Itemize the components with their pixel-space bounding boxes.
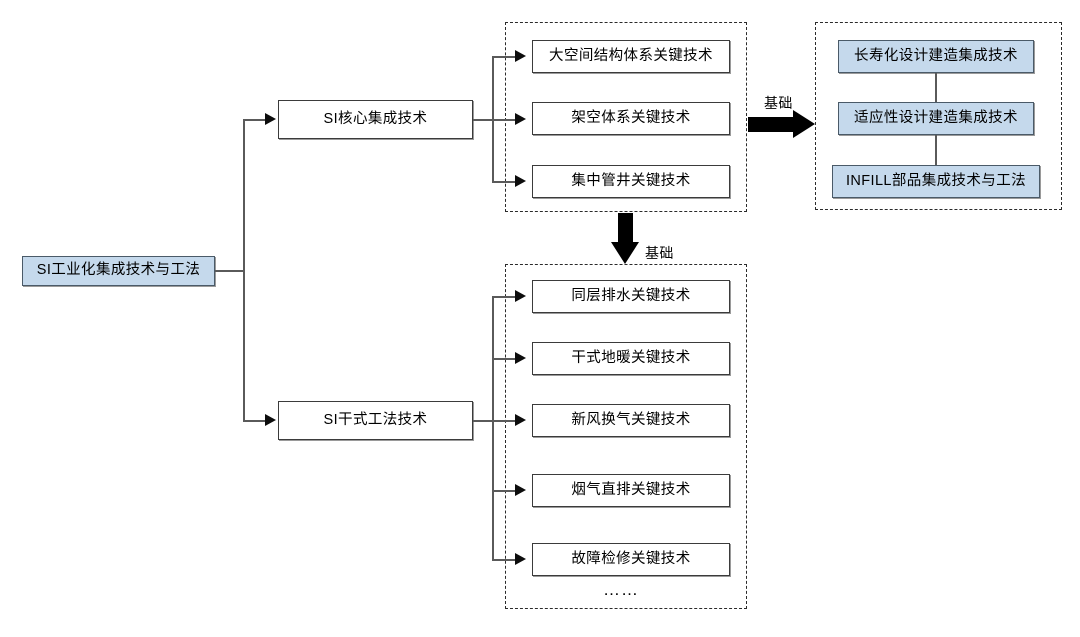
basis-arrow-to-dry-shaft (618, 213, 633, 243)
dry-item-1-label: 干式地暖关键技术 (571, 349, 691, 366)
outcome-item-1-label: 适应性设计建造集成技术 (854, 109, 1018, 126)
dry-item-2[interactable]: 新风换气关键技术 (532, 404, 730, 437)
core-fanout-arrowhead-3 (515, 175, 526, 187)
core-item-1[interactable]: 架空体系关键技术 (532, 102, 730, 135)
root-trunk-horizontal (215, 270, 244, 272)
branch-node-core-label: SI核心集成技术 (323, 110, 428, 127)
core-item-1-label: 架空体系关键技术 (571, 109, 691, 126)
outcome-item-2-label: INFILL部品集成技术与工法 (845, 172, 1026, 189)
basis-arrow-to-outcome-head (793, 110, 815, 138)
basis-label-to-outcome: 基础 (764, 95, 793, 111)
core-fanout-line-2 (492, 119, 520, 121)
dry-item-0[interactable]: 同层排水关键技术 (532, 280, 730, 313)
dry-item-3[interactable]: 烟气直排关键技术 (532, 474, 730, 507)
outcome-technology-group-panel (815, 22, 1062, 210)
branch-node-core[interactable]: SI核心集成技术 (278, 100, 473, 139)
outcome-connector-1-2 (935, 135, 937, 165)
branch-node-dry-label: SI干式工法技术 (323, 411, 428, 428)
core-fanout-line-1 (492, 56, 520, 58)
core-item-0[interactable]: 大空间结构体系关键技术 (532, 40, 730, 73)
outcome-connector-0-1 (935, 73, 937, 102)
dry-item-4-label: 故障检修关键技术 (571, 550, 691, 567)
basis-arrow-to-outcome-shaft (748, 117, 794, 132)
branch-core-arrowhead (265, 113, 276, 125)
dry-technology-group-panel (505, 264, 747, 609)
basis-arrow-to-dry-head (611, 242, 639, 264)
dry-item-3-label: 烟气直排关键技术 (571, 481, 691, 498)
outcome-item-0[interactable]: 长寿化设计建造集成技术 (838, 40, 1034, 73)
core-item-2[interactable]: 集中管井关键技术 (532, 165, 730, 198)
basis-label-to-dry: 基础 (645, 245, 674, 261)
core-item-2-label: 集中管井关键技术 (571, 172, 691, 189)
dry-group-more-indicator: …… (603, 580, 639, 599)
root-node[interactable]: SI工业化集成技术与工法 (22, 256, 215, 286)
dry-item-1[interactable]: 干式地暖关键技术 (532, 342, 730, 375)
root-node-label: SI工业化集成技术与工法 (36, 262, 201, 279)
branch-node-dry[interactable]: SI干式工法技术 (278, 401, 473, 440)
core-fanout-arrowhead-2 (515, 113, 526, 125)
dry-item-2-label: 新风换气关键技术 (571, 411, 691, 428)
dry-fanout-arrowhead-5 (515, 553, 526, 565)
dry-fanout-stem (473, 420, 493, 422)
dry-fanout-line-1 (492, 296, 520, 298)
core-fanout-arrowhead-1 (515, 50, 526, 62)
dry-fanout-arrowhead-2 (515, 352, 526, 364)
dry-fanout-line-4 (492, 490, 520, 492)
outcome-item-0-label: 长寿化设计建造集成技术 (854, 47, 1018, 64)
dry-fanout-arrowhead-4 (515, 484, 526, 496)
core-technology-group-panel (505, 22, 747, 212)
branch-dry-arrowhead (265, 414, 276, 426)
dry-item-0-label: 同层排水关键技术 (571, 287, 691, 304)
dry-fanout-line-2 (492, 358, 520, 360)
outcome-item-1[interactable]: 适应性设计建造集成技术 (838, 102, 1034, 135)
dry-item-4[interactable]: 故障检修关键技术 (532, 543, 730, 576)
core-fanout-line-3 (492, 181, 520, 183)
dry-fanout-arrowhead-1 (515, 290, 526, 302)
dry-fanout-line-5 (492, 559, 520, 561)
outcome-item-2[interactable]: INFILL部品集成技术与工法 (832, 165, 1040, 198)
root-trunk-vertical (243, 119, 245, 421)
core-fanout-stem (473, 119, 493, 121)
dry-fanout-line-3 (492, 420, 520, 422)
branch-core-feeder-line (243, 119, 271, 121)
dry-fanout-spine (492, 296, 494, 560)
branch-dry-feeder-line (243, 420, 271, 422)
dry-fanout-arrowhead-3 (515, 414, 526, 426)
core-item-0-label: 大空间结构体系关键技术 (549, 47, 713, 64)
